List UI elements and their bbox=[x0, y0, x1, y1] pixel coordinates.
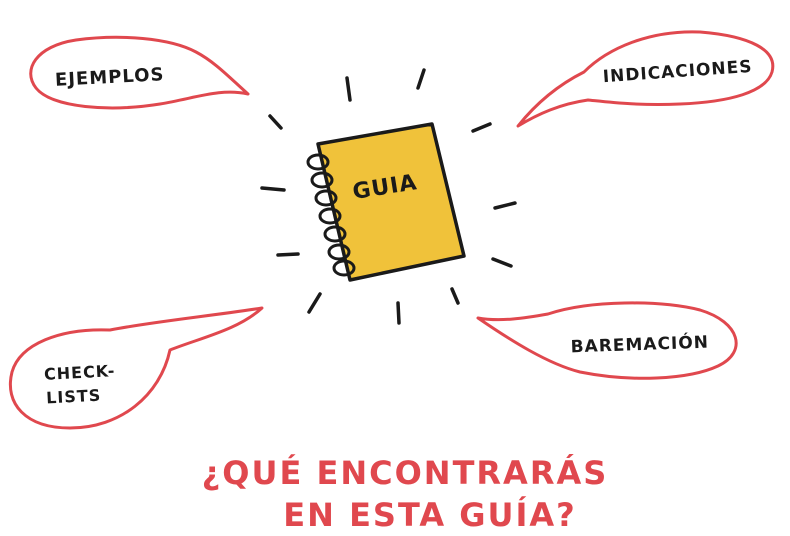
page-title: ¿QUÉ ENCONTRARÁS EN ESTA GUÍA? bbox=[202, 454, 609, 534]
bubble-checklists-label-line2: LISTS bbox=[46, 386, 102, 408]
bubble-baremacion-outline bbox=[476, 301, 738, 380]
spiral-ring bbox=[318, 207, 342, 225]
bubble-checklists: CHECK- LISTS bbox=[9, 306, 264, 430]
ray bbox=[396, 301, 401, 325]
spiral-ring bbox=[323, 225, 347, 243]
notebook-cover bbox=[316, 122, 466, 282]
title-line-1: ¿QUÉ ENCONTRARÁS bbox=[202, 454, 609, 492]
bubble-baremacion: BAREMACIÓN bbox=[476, 301, 738, 380]
spiral-ring bbox=[327, 243, 351, 261]
bubble-indicaciones: INDICACIONES bbox=[516, 30, 775, 128]
spiral-ring bbox=[310, 171, 334, 189]
ray bbox=[276, 252, 300, 257]
ray bbox=[416, 68, 426, 90]
sunburst-rays bbox=[260, 68, 517, 325]
ray bbox=[345, 76, 352, 102]
ray bbox=[450, 287, 460, 305]
bubble-indicaciones-outline bbox=[516, 30, 775, 128]
spiral-notebook-icon: GUIA bbox=[306, 122, 466, 282]
bubble-checklists-outline bbox=[9, 306, 264, 430]
ray bbox=[471, 122, 492, 133]
ray bbox=[260, 186, 286, 192]
ray bbox=[268, 114, 283, 130]
title-line-2: EN ESTA GUÍA? bbox=[283, 496, 576, 534]
spiral-ring bbox=[306, 153, 330, 171]
ray bbox=[307, 292, 322, 314]
bubble-ejemplos-outline bbox=[29, 35, 250, 110]
bubble-ejemplos: EJEMPLOS bbox=[29, 35, 250, 110]
spiral-ring bbox=[332, 259, 356, 277]
ray bbox=[491, 257, 513, 268]
bubble-checklists-label-line1: CHECK- bbox=[44, 361, 116, 384]
notebook-spiral bbox=[306, 153, 356, 277]
ray bbox=[493, 201, 517, 210]
spiral-ring bbox=[314, 189, 338, 207]
